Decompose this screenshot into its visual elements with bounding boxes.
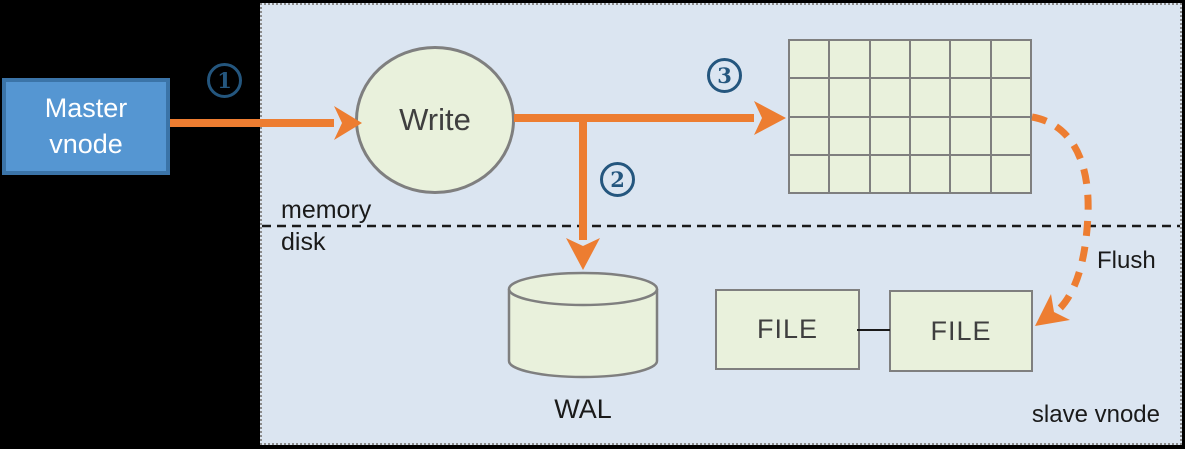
step-3-number: 3	[717, 63, 732, 88]
memtable-cell	[870, 155, 909, 192]
file-box-right: FILE	[889, 290, 1033, 372]
file-right-label: FILE	[930, 315, 992, 346]
step-2-number: 2	[610, 167, 625, 192]
memtable-cell	[790, 117, 829, 154]
memtable-cell	[991, 155, 1030, 192]
memtable-cell	[951, 117, 990, 154]
disk-label: disk	[281, 228, 326, 256]
memtable-cell	[790, 79, 829, 116]
memtable-cell	[790, 155, 829, 192]
step-2-badge: 2	[600, 162, 635, 197]
memtable-cell	[991, 79, 1030, 116]
memtable-cell	[830, 79, 869, 116]
step-1-badge: 1	[207, 63, 242, 98]
memtable-cell	[951, 79, 990, 116]
memtable-cell	[870, 79, 909, 116]
memtable-cell	[790, 41, 829, 78]
memtable-cell	[910, 155, 950, 192]
memtable-cell	[910, 79, 950, 116]
memtable-cell	[910, 117, 950, 154]
write-node: Write	[355, 46, 515, 194]
file-left-label: FILE	[756, 314, 819, 344]
step-3-badge: 3	[707, 58, 742, 93]
memtable-cell	[951, 41, 990, 78]
memtable-cell	[830, 41, 869, 78]
memtable-cell	[830, 155, 869, 192]
step-1-number: 1	[217, 68, 232, 93]
file-box-left: FILE	[715, 289, 860, 370]
memtable-grid	[788, 39, 1032, 194]
memtable-cell	[991, 41, 1030, 78]
wal-label: WAL	[554, 394, 612, 424]
master-vnode-label: Master vnode	[44, 92, 128, 159]
memtable-cell	[951, 155, 990, 192]
master-vnode-box: Master vnode	[2, 78, 170, 175]
memtable-cell	[870, 41, 909, 78]
write-label: Write	[399, 102, 471, 137]
memtable-cell	[991, 117, 1030, 154]
slave-vnode-label: slave vnode	[1031, 401, 1160, 428]
memtable-cell	[870, 117, 909, 154]
memory-label: memory	[281, 196, 372, 224]
memtable-cell	[910, 41, 950, 78]
memtable-cell	[830, 117, 869, 154]
flush-label: Flush	[1097, 247, 1156, 274]
